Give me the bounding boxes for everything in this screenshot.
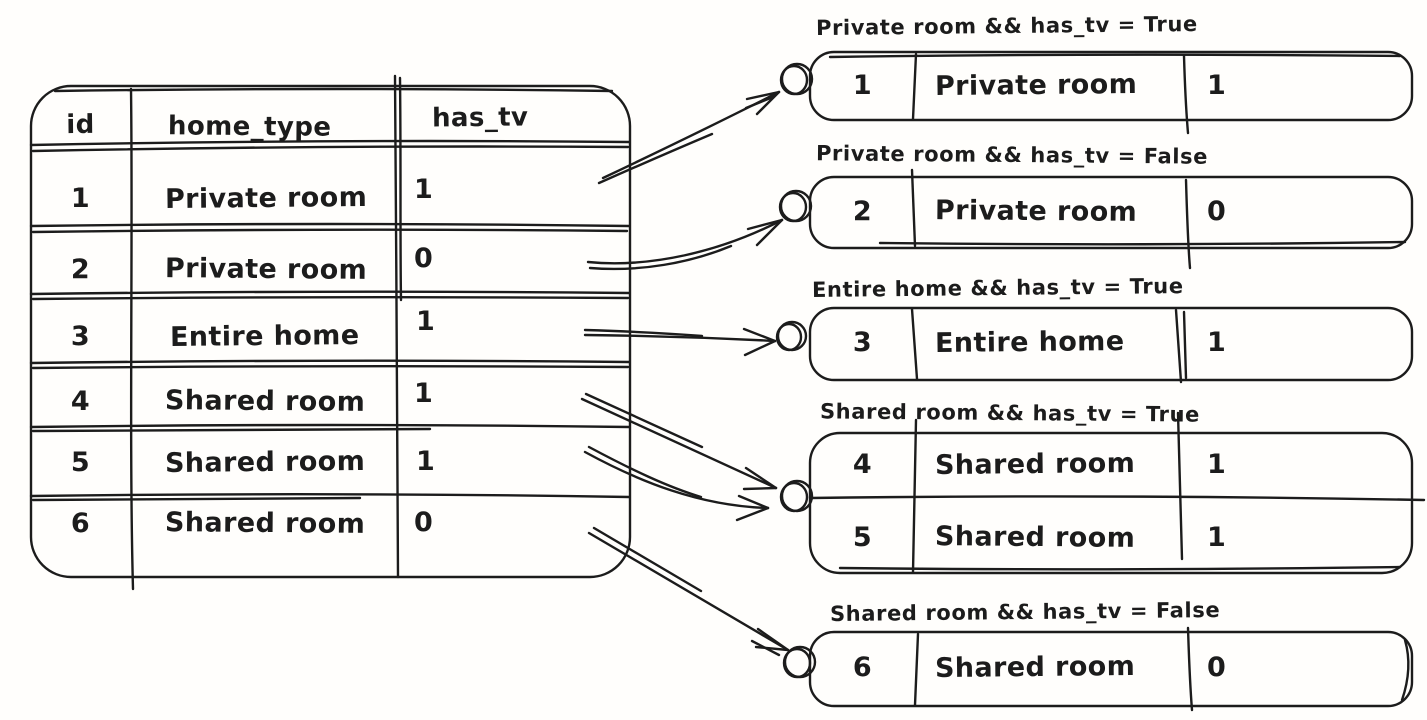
cell-has-tv: 0 xyxy=(414,507,434,538)
cell-has-tv: 0 xyxy=(1207,652,1227,683)
cell-has-tv: 1 xyxy=(1207,327,1227,358)
cell-home-type: Private room xyxy=(934,68,1138,103)
group-connector-circle-4 xyxy=(779,479,814,513)
cell-has-tv: 1 xyxy=(414,174,434,205)
cell-has-tv: 1 xyxy=(416,306,436,337)
cell-has-tv: 1 xyxy=(1207,449,1227,480)
cell-id: 4 xyxy=(852,449,873,480)
cell-has-tv: 0 xyxy=(1207,196,1227,227)
cell-has-tv: 1 xyxy=(1207,70,1227,101)
cell-home-type: Entire home xyxy=(169,320,360,353)
group-caption: Private room && has_tv = False xyxy=(815,141,1209,169)
group-connector-circle-3 xyxy=(775,320,808,352)
cell-id: 5 xyxy=(70,447,91,478)
arrow-row2-to-group2 xyxy=(586,218,784,271)
cell-id: 2 xyxy=(70,254,91,285)
group-caption: Shared room && has_tv = False xyxy=(829,597,1221,627)
cell-id: 5 xyxy=(852,522,873,553)
cell-home-type: Shared room xyxy=(164,445,366,480)
cell-home-type: Entire home xyxy=(934,326,1125,359)
group-connector-circle-1 xyxy=(779,62,814,96)
cell-id: 6 xyxy=(70,508,91,539)
arrow-row1-to-group1 xyxy=(597,90,781,185)
cell-has-tv: 0 xyxy=(414,243,434,274)
cell-has-tv: 1 xyxy=(414,378,434,409)
source-table-frame xyxy=(29,74,632,591)
cell-id: 1 xyxy=(852,70,873,101)
arrow-row4-to-group4 xyxy=(580,392,778,491)
cell-home-type: Private room xyxy=(164,181,368,216)
arrow-row6-to-group5 xyxy=(587,526,790,657)
group-connector-circle-5 xyxy=(782,645,817,679)
group-caption: Entire home && has_tv = True xyxy=(811,274,1184,302)
cell-home-type: Shared room xyxy=(164,507,366,540)
column-header-has-tv: has_tv xyxy=(431,102,529,134)
cell-id: 3 xyxy=(70,321,91,352)
group-caption: Shared room && has_tv = True xyxy=(819,399,1201,427)
group-box-3 xyxy=(808,306,1414,384)
cell-id: 2 xyxy=(852,196,873,227)
cell-home-type: Shared room xyxy=(934,650,1136,685)
group-caption: Private room && has_tv = True xyxy=(815,12,1198,40)
cell-has-tv: 1 xyxy=(416,446,436,477)
cell-home-type: Shared room xyxy=(934,521,1136,554)
cell-id: 1 xyxy=(70,183,91,214)
column-header-id: id xyxy=(66,109,95,141)
cell-home-type: Private room xyxy=(934,195,1138,228)
cell-home-type: Shared room xyxy=(164,385,366,418)
cell-home-type: Private room xyxy=(164,253,368,286)
cell-id: 3 xyxy=(852,327,873,358)
cell-home-type: Shared room xyxy=(934,447,1136,482)
cell-id: 6 xyxy=(852,652,873,683)
cell-has-tv: 1 xyxy=(1207,522,1227,553)
column-header-home-type: home_type xyxy=(167,111,332,143)
group-connector-circle-2 xyxy=(778,189,813,223)
arrow-row3-to-group3 xyxy=(583,327,777,357)
arrow-row5-to-group4 xyxy=(583,445,770,522)
cell-id: 4 xyxy=(70,386,91,417)
